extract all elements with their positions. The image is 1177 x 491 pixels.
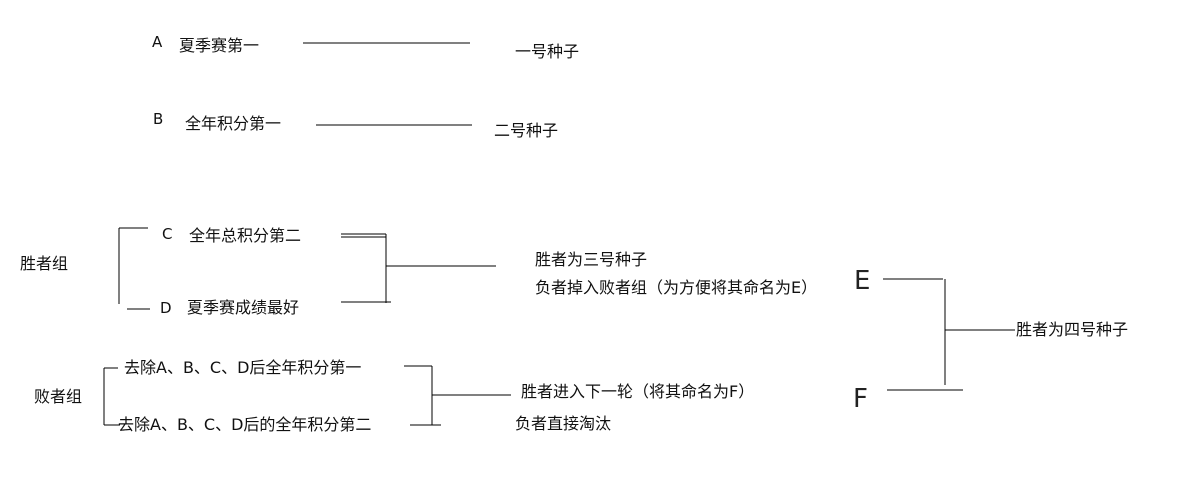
entry-c-letter: C (162, 225, 173, 243)
final-winner-text: 胜者为四号种子 (1016, 320, 1129, 339)
losers-loser-text: 负者直接淘汰 (515, 414, 612, 433)
entry-d-text: 夏季赛成绩最好 (187, 298, 300, 317)
losers-group-label: 败者组 (34, 387, 83, 406)
winners-loser-text: 负者掉入败者组（为方便将其命名为E） (535, 278, 818, 297)
seed-b-letter: B (153, 110, 164, 128)
label-f: F (853, 384, 868, 414)
seed-a-result: 一号种子 (515, 42, 580, 61)
winners-group-label: 胜者组 (20, 254, 69, 273)
entry-d-letter: D (160, 299, 172, 317)
losers-entry-1: 去除A、B、C、D后全年积分第一 (124, 358, 362, 377)
losers-entry-2: 去除A、B、C、D后的全年积分第二 (118, 415, 372, 434)
seed-a-letter: A (152, 33, 163, 51)
label-e: E (854, 266, 871, 296)
losers-winner-text: 胜者进入下一轮（将其命名为F） (521, 382, 755, 401)
seed-b-condition: 全年积分第一 (185, 114, 282, 133)
seed-b-result: 二号种子 (494, 121, 559, 140)
entry-c-text: 全年总积分第二 (189, 226, 302, 245)
winners-winner-text: 胜者为三号种子 (535, 250, 648, 269)
seed-a-condition: 夏季赛第一 (179, 36, 260, 55)
